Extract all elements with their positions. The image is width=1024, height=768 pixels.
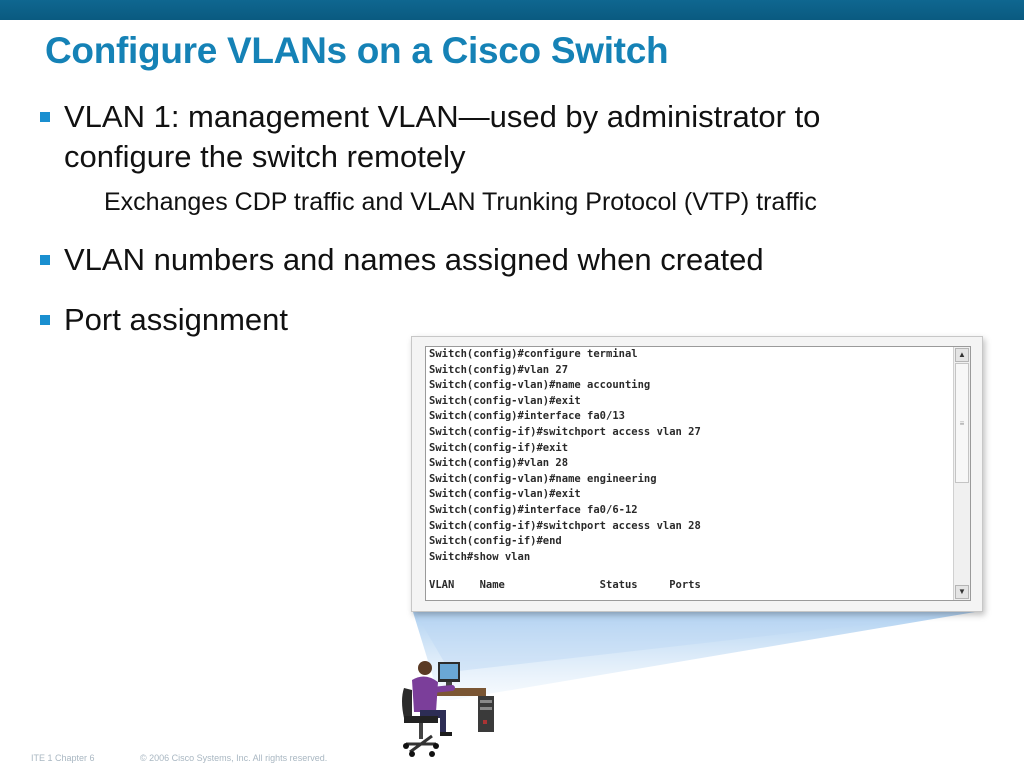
terminal-line: Switch(config-vlan)#name engineering xyxy=(429,472,657,485)
terminal-scrollbar[interactable]: ▲ ≡ ▼ xyxy=(953,347,970,600)
chair-icon xyxy=(402,688,439,757)
bullet-port-assignment-text: Port assignment xyxy=(64,302,288,337)
top-banner xyxy=(0,0,1024,20)
bullet-vlan1-line1: VLAN 1: management VLAN—used by administ… xyxy=(64,99,821,134)
desk-icon xyxy=(420,688,494,732)
scroll-up-icon[interactable]: ▲ xyxy=(955,348,969,362)
vlan-table-header: VLAN Name Status Ports xyxy=(429,579,701,591)
scroll-down-icon[interactable]: ▼ xyxy=(955,585,969,599)
bullet-square-icon xyxy=(40,315,50,325)
terminal-line: Switch#show vlan xyxy=(429,550,531,563)
monitor-icon xyxy=(438,662,460,688)
terminal-line: Switch(config)#interface fa0/6-12 xyxy=(429,503,638,516)
bullet-square-icon xyxy=(40,255,50,265)
slide-title: Configure VLANs on a Cisco Switch xyxy=(45,30,669,71)
terminal-line: Switch(config)#configure terminal xyxy=(429,348,638,360)
terminal-line: Switch(config-vlan)#name accounting xyxy=(429,379,651,392)
bullet-vlan-numbers-text: VLAN numbers and names assigned when cre… xyxy=(64,242,764,277)
terminal-line: Switch(config)#vlan 27 xyxy=(429,363,569,376)
terminal-line: Switch(config-if)#exit xyxy=(429,441,569,454)
bullet-vlan1-line2: configure the switch remotely xyxy=(64,139,466,174)
bullet-vlan-numbers: VLAN numbers and names assigned when cre… xyxy=(40,240,764,280)
terminal-line: Switch(config-vlan)#exit xyxy=(429,488,581,501)
terminal-line: Switch(config-vlan)#exit xyxy=(429,394,581,407)
terminal-line: Switch(config)#vlan 28 xyxy=(429,457,569,470)
bullet-vlan1: VLAN 1: management VLAN—used by administ… xyxy=(40,97,821,177)
scroll-thumb[interactable]: ≡ xyxy=(955,363,969,483)
footer-chapter: ITE 1 Chapter 6 xyxy=(31,753,95,763)
terminal-line: Switch(config-if)#end xyxy=(429,535,562,548)
bullet-port-assignment: Port assignment xyxy=(40,300,288,340)
person-icon xyxy=(412,661,455,736)
terminal-line: Switch(config-if)#switchport access vlan… xyxy=(429,425,701,438)
sub-bullet-cdp-vtp: Exchanges CDP traffic and VLAN Trunking … xyxy=(104,188,817,216)
terminal-line: Switch(config-if)#switchport access vlan… xyxy=(429,519,701,532)
bullet-square-icon xyxy=(40,112,50,122)
terminal-line: Switch(config)#interface fa0/13 xyxy=(429,410,625,423)
footer-copyright: © 2006 Cisco Systems, Inc. All rights re… xyxy=(140,753,328,763)
